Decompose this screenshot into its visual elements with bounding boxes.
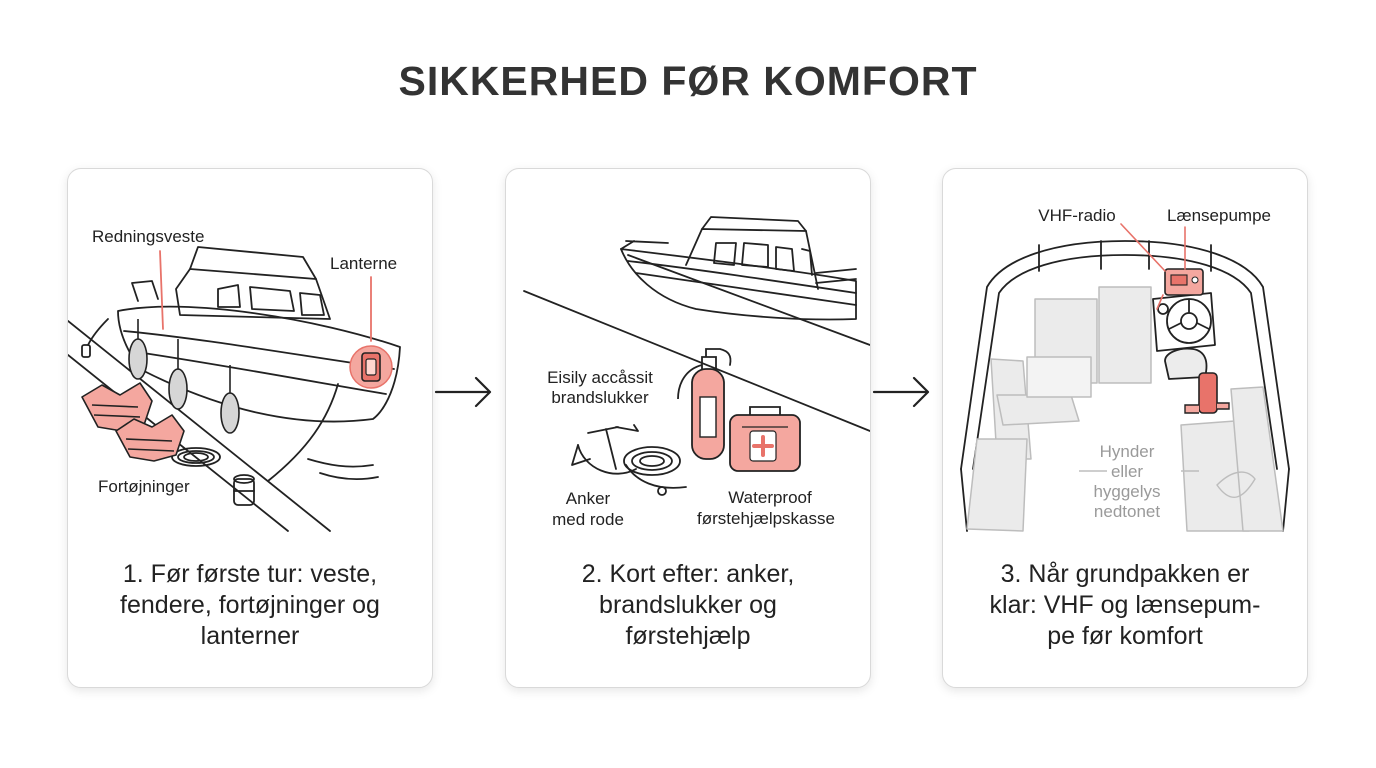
label-cushion-2: eller	[1111, 462, 1143, 481]
arrow-right-icon	[872, 376, 930, 408]
label-lantern: Lanterne	[330, 254, 397, 273]
label-vhf: VHF-radio	[1038, 206, 1115, 225]
arrow-right-icon	[434, 376, 492, 408]
step-card-1: Redningsveste Lanterne Fortøjninger 1. F…	[67, 168, 433, 688]
vhf-radio-icon	[1164, 268, 1204, 296]
first-aid-kit-icon	[729, 406, 801, 472]
page-title: SIKKERHED FØR KOMFORT	[398, 58, 978, 104]
boat-dock-illustration: Redningsveste Lanterne Fortøjninger	[68, 227, 401, 532]
lantern-icon	[349, 345, 393, 389]
label-extinguisher-1: Eisily accåssit	[547, 368, 653, 387]
step-caption-3: 3. Når grundpakken er klar: VHF og lænse…	[989, 560, 1261, 650]
step-caption-1: 1. Før første tur: veste, fendere, fortø…	[120, 560, 380, 650]
boat-interior-illustration: VHF-radio Lænsepumpe Hynder eller hyggel…	[960, 206, 1290, 532]
label-firstaid-1: Waterproof	[728, 488, 812, 507]
step-card-2: Eisily accåssit brandslukker Anker med r…	[505, 168, 871, 688]
label-cushion-1: Hynder	[1100, 442, 1155, 461]
label-vest: Redningsveste	[92, 227, 204, 246]
label-anchor-2: med rode	[552, 510, 624, 529]
step-caption-2: 2. Kort efter: anker, brandslukker og fø…	[581, 560, 795, 650]
step-card-3: VHF-radio Lænsepumpe Hynder eller hyggel…	[942, 168, 1308, 688]
label-mooring: Fortøjninger	[98, 477, 190, 496]
label-pump: Lænsepumpe	[1167, 206, 1271, 225]
anchor-icon	[571, 424, 687, 496]
bilge-pump-icon	[1184, 372, 1230, 414]
label-cushion-3: hyggelys	[1093, 482, 1160, 501]
label-cushion-4: nedtonet	[1094, 502, 1160, 521]
fire-extinguisher-icon	[677, 348, 732, 460]
boat-equipment-illustration: Eisily accåssit brandslukker Anker med r…	[523, 216, 870, 529]
label-anchor-1: Anker	[566, 489, 611, 508]
label-extinguisher-2: brandslukker	[551, 388, 649, 407]
label-firstaid-2: førstehjælpskasse	[697, 509, 835, 528]
